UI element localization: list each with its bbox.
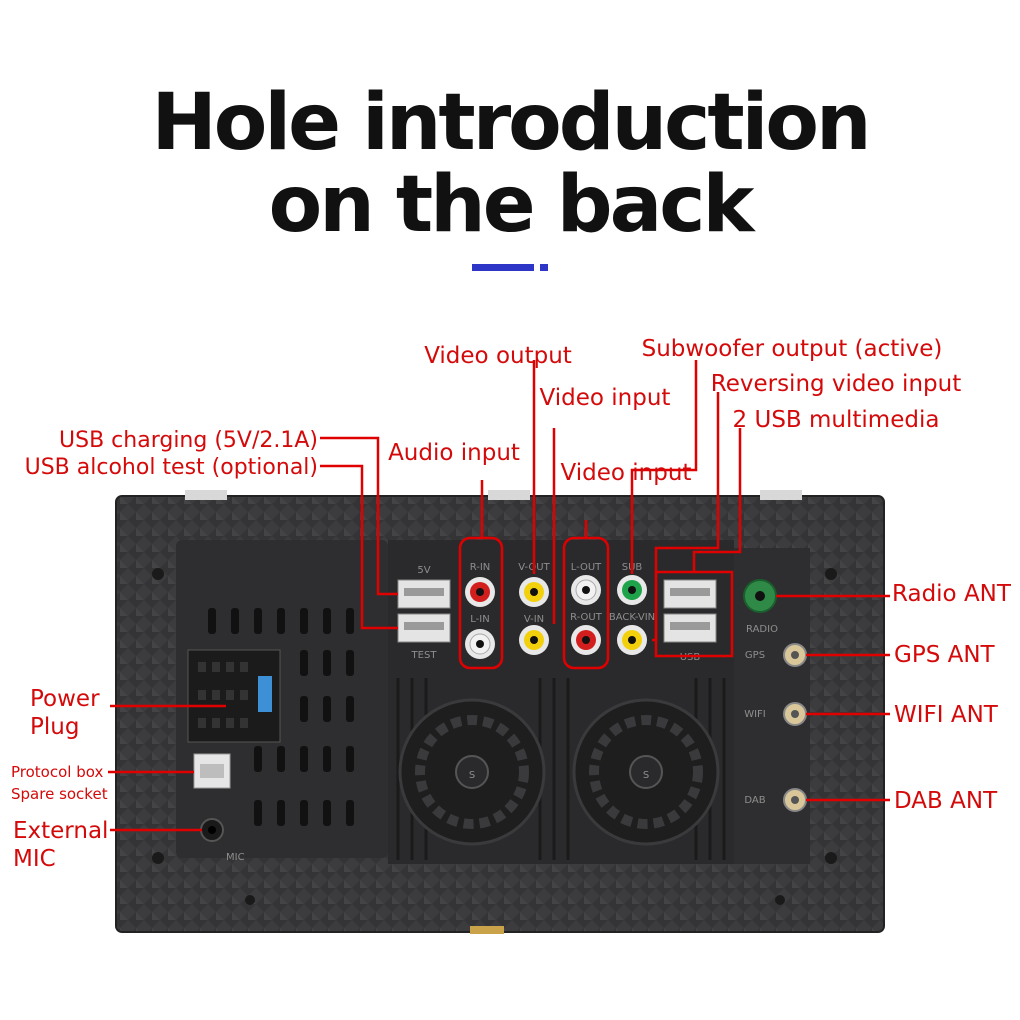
cooling-fan-right: [572, 698, 720, 846]
silk-gps: GPS: [745, 650, 765, 661]
fan-mark-left: S: [469, 770, 475, 781]
label-reversing-video: Reversing video input: [711, 371, 961, 397]
label-external-mic-1: External: [13, 818, 108, 844]
label-video-output: Video output: [424, 343, 572, 369]
rca-r-out: [571, 625, 601, 655]
label-usb-multimedia: 2 USB multimedia: [733, 407, 940, 433]
callout-lines: [108, 360, 890, 832]
silk-usb: USB: [680, 652, 701, 663]
rca-back-vin: [617, 625, 647, 655]
label-video-input-1: Video input: [540, 385, 671, 411]
label-usb-alcohol: USB alcohol test (optional): [25, 455, 318, 480]
usb-multimedia-port-2: [663, 613, 717, 643]
silk-back-vin: BACK-VIN: [609, 612, 655, 623]
label-external-mic-2: MIC: [13, 846, 56, 872]
usb-multimedia-port-1: [663, 579, 717, 609]
label-power-plug-2: Plug: [30, 714, 79, 740]
gps-antenna-socket: [783, 643, 807, 667]
silk-wifi: WIFI: [744, 709, 766, 720]
title-line-1: Hole introduction: [151, 78, 871, 168]
external-mic-jack: [200, 818, 224, 842]
label-power-plug-1: Power: [30, 686, 100, 712]
label-radio-ant: Radio ANT: [892, 581, 1012, 607]
label-usb-charging: USB charging (5V/2.1A): [59, 428, 318, 453]
label-protocol-box-1: Protocol box: [11, 763, 103, 781]
label-wifi-ant: WIFI ANT: [894, 702, 999, 728]
silk-usb-test: TEST: [411, 650, 438, 661]
title-accent-dot: [540, 264, 548, 271]
protocol-box-socket: [193, 753, 231, 789]
silk-l-in: L-IN: [470, 614, 489, 625]
rca-l-out: [571, 575, 601, 605]
silk-mic: MIC: [226, 852, 245, 863]
silk-usb-5v: 5V: [417, 565, 430, 576]
silk-dab: DAB: [744, 795, 765, 806]
rca-v-out: [519, 577, 549, 607]
usb-test-port: [397, 613, 451, 643]
title-accent-bar: [472, 264, 534, 271]
rca-r-in: [465, 577, 495, 607]
rca-v-in: [519, 625, 549, 655]
label-protocol-box-2: Spare socket: [11, 785, 108, 803]
dab-antenna-socket: [783, 788, 807, 812]
rca-sub: [617, 575, 647, 605]
cooling-fan-left: [398, 698, 546, 846]
head-unit-back: S S: [115, 490, 885, 934]
radio-antenna-socket: [743, 579, 777, 613]
silk-l-out: L-OUT: [571, 562, 602, 573]
silk-r-in: R-IN: [470, 562, 491, 573]
power-plug-connector: [187, 649, 281, 743]
silk-radio: RADIO: [746, 624, 778, 635]
rca-l-in: [465, 629, 495, 659]
title-line-2: on the back: [268, 160, 755, 250]
wifi-antenna-socket: [783, 702, 807, 726]
label-subwoofer: Subwoofer output (active): [642, 336, 943, 362]
fan-mark-right: S: [643, 770, 649, 781]
label-gps-ant: GPS ANT: [894, 642, 996, 668]
label-audio-input: Audio input: [388, 440, 520, 466]
usb-charging-port: [397, 579, 451, 609]
label-video-input-2: Video input: [561, 460, 692, 486]
silk-r-out: R-OUT: [570, 612, 603, 623]
label-dab-ant: DAB ANT: [894, 788, 998, 814]
silk-v-in: V-IN: [524, 614, 544, 625]
